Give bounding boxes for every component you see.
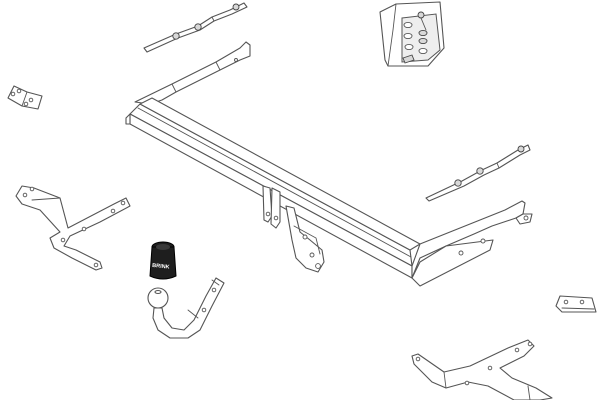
right-side-arm bbox=[411, 200, 533, 287]
left-side-arm bbox=[134, 41, 251, 105]
right-bracket bbox=[411, 339, 553, 400]
top-strap bbox=[143, 2, 248, 53]
socket-brand-label: BRINK bbox=[152, 263, 170, 271]
electrical-socket: BRINK bbox=[149, 241, 177, 280]
left-bracket bbox=[15, 185, 131, 271]
hardware-bag bbox=[379, 1, 445, 67]
right-strap bbox=[425, 144, 531, 202]
detachable-ball-neck bbox=[147, 277, 225, 339]
right-small-plate bbox=[555, 295, 597, 313]
left-small-plate bbox=[7, 85, 43, 110]
ball-mount-plate bbox=[262, 185, 325, 273]
